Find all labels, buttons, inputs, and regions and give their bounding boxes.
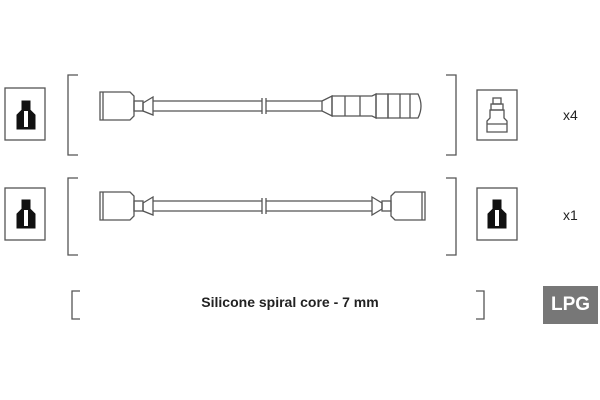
row-1-quantity: x4 (563, 107, 578, 123)
caption-right-bracket (476, 290, 485, 320)
row-2-left-connector-icon (4, 187, 46, 241)
caption: Silicone spiral core - 7 mm (201, 294, 379, 310)
row-2-left-bracket (67, 177, 78, 256)
row-1-cable (99, 91, 422, 121)
row-1-right-connector-icon (476, 89, 518, 141)
row-2-right-bracket (446, 177, 457, 256)
row-2-right-connector-icon (476, 187, 518, 241)
lpg-badge: LPG (543, 286, 598, 324)
row-2-quantity: x1 (563, 207, 578, 223)
row-2 (4, 177, 518, 256)
row-2-cable (99, 191, 426, 221)
row-1-right-bracket (446, 74, 457, 156)
row-1 (4, 74, 518, 156)
row-1-left-bracket (67, 74, 78, 156)
row-1-left-connector-icon (4, 87, 46, 141)
caption-left-bracket (71, 290, 80, 320)
